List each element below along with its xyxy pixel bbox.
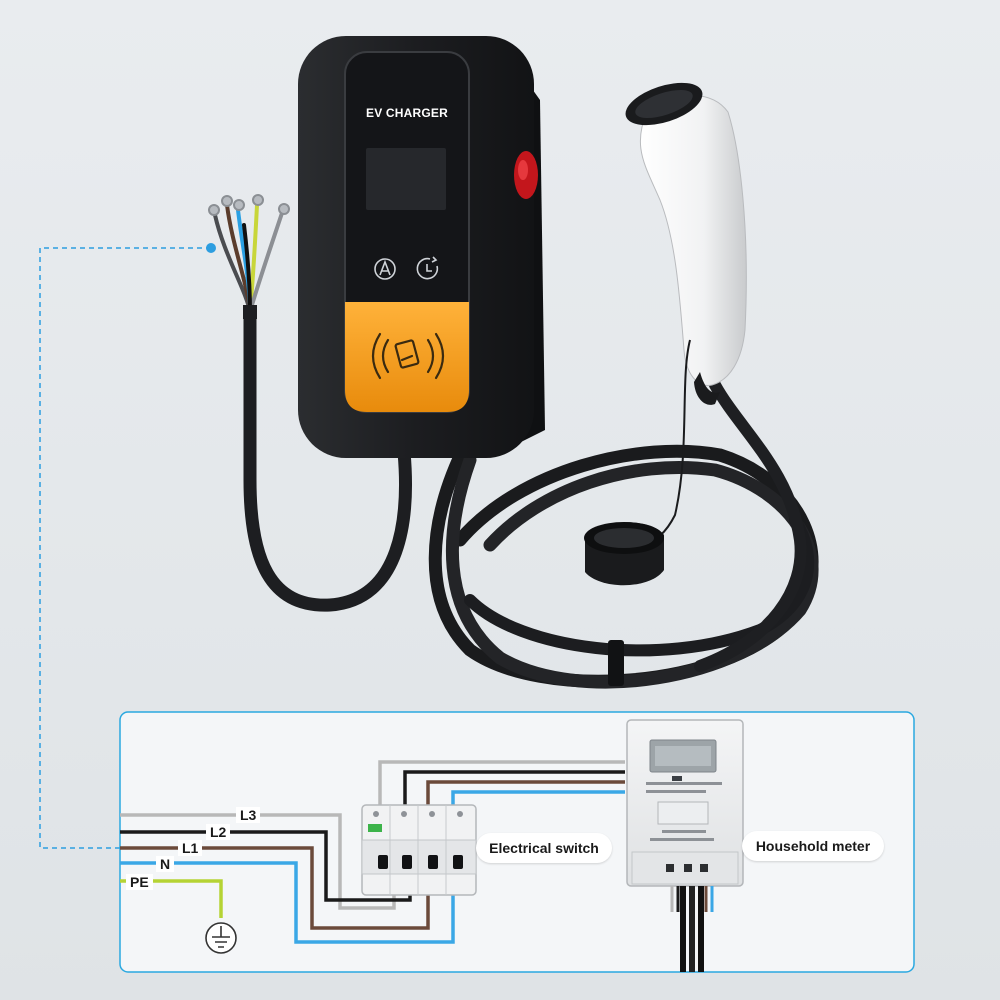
ground-icon [205,922,237,954]
wire-label-l1: L1 [178,840,203,856]
charging-cable-coil [428,379,819,689]
input-wire-ends [208,194,290,319]
auto-mode-icon[interactable] [374,258,396,280]
rfid-card-icon [371,332,445,380]
electrical-switch-label: Electrical switch [476,833,612,863]
wire-label-l3: L3 [236,807,261,823]
input-cable [243,305,412,612]
wire-label-n: N [156,856,175,872]
household-meter-label: Household meter [742,831,884,861]
meter-output-cables [670,886,714,972]
wiring-lines [120,760,625,944]
charging-plug [625,82,747,546]
electrical-switch [361,804,477,896]
wire-label-pe: PE [126,874,153,890]
charger-title: EV CHARGER [365,106,448,120]
household-meter [626,719,744,887]
wire-label-l2: L2 [206,824,231,840]
dust-cap [584,522,664,586]
connection-guide-line [39,243,216,849]
timer-icon[interactable] [416,256,439,280]
ev-charger-unit [298,36,545,458]
